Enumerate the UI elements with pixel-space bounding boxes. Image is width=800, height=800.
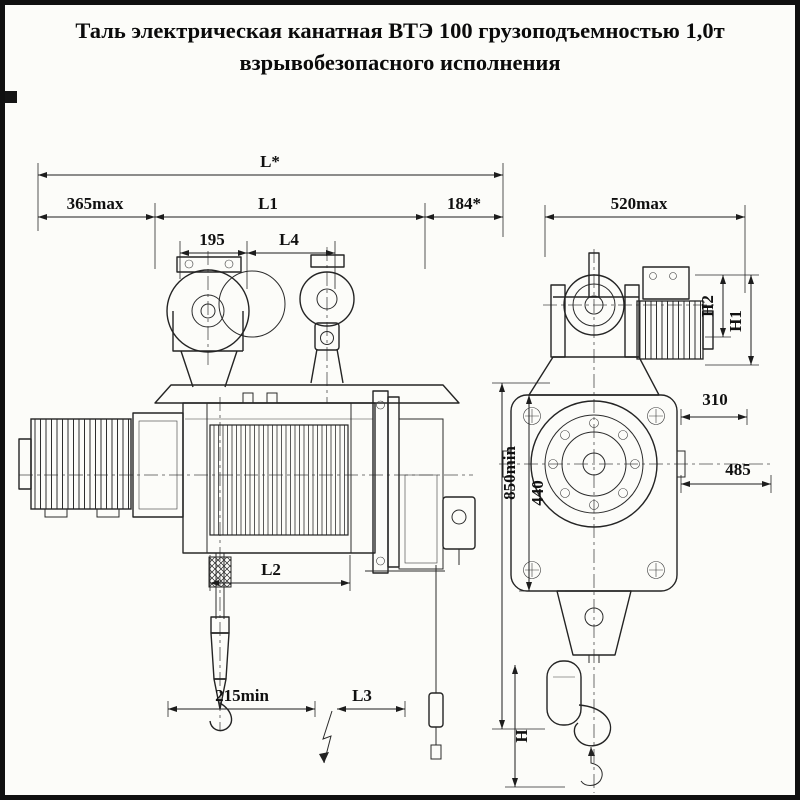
dim-label-l1: L1: [258, 194, 278, 213]
dimensions-end: [492, 205, 772, 788]
trolley-end: [528, 252, 714, 396]
dimensions-side: [37, 163, 504, 717]
dim-label-l2: L2: [261, 560, 281, 579]
dim-label-l-star: L*: [260, 152, 280, 171]
hoist-technical-drawing: L* 365max L1 184* 195 L4 L2 215min L3: [18, 152, 773, 793]
hook-assembly-side: [208, 553, 233, 732]
power-cable: [428, 565, 444, 760]
mini-hook-symbol: [580, 747, 603, 786]
drawing-title: Таль электрическая канатная ВТЭ 100 груз…: [15, 15, 785, 78]
dim-label-485: 485: [725, 460, 751, 479]
hoist-body: [18, 384, 476, 574]
corner-bolts: [523, 407, 665, 579]
rope-drum: [209, 424, 349, 536]
dim-label-h2: H2: [698, 295, 717, 317]
motor-end: [636, 266, 714, 360]
dim-label-l3: L3: [352, 686, 372, 705]
dim-label-184: 184*: [447, 194, 481, 213]
dim-label-l4: L4: [279, 230, 299, 249]
drawing-title-line2: взрывобезопасного исполнения: [239, 49, 561, 75]
dim-label-195: 195: [199, 230, 225, 249]
dim-label-215min: 215min: [215, 686, 269, 705]
scan-artifact: [5, 91, 17, 103]
side-view: L* 365max L1 184* 195 L4 L2 215min L3: [18, 152, 504, 764]
dim-label-520max: 520max: [611, 194, 668, 213]
dim-label-440: 440: [528, 480, 547, 506]
dim-label-310: 310: [702, 390, 728, 409]
hook-assembly-end: [546, 590, 632, 786]
support-frame: [365, 390, 476, 574]
motor-side: [18, 418, 132, 518]
dim-label-h: H: [512, 729, 531, 742]
trolley-wheels: [166, 254, 355, 388]
cable-arrow-symbol: [319, 710, 333, 764]
dim-label-850min: 850min: [500, 446, 519, 500]
dim-label-365max: 365max: [67, 194, 124, 213]
drawing-title-line1: Таль электрическая канатная ВТЭ 100 груз…: [75, 18, 725, 43]
hook-icon: [573, 704, 612, 747]
dim-label-h1: H1: [726, 310, 745, 332]
end-view: 520max H2 H1 310 485 850min 440 H: [492, 194, 773, 793]
